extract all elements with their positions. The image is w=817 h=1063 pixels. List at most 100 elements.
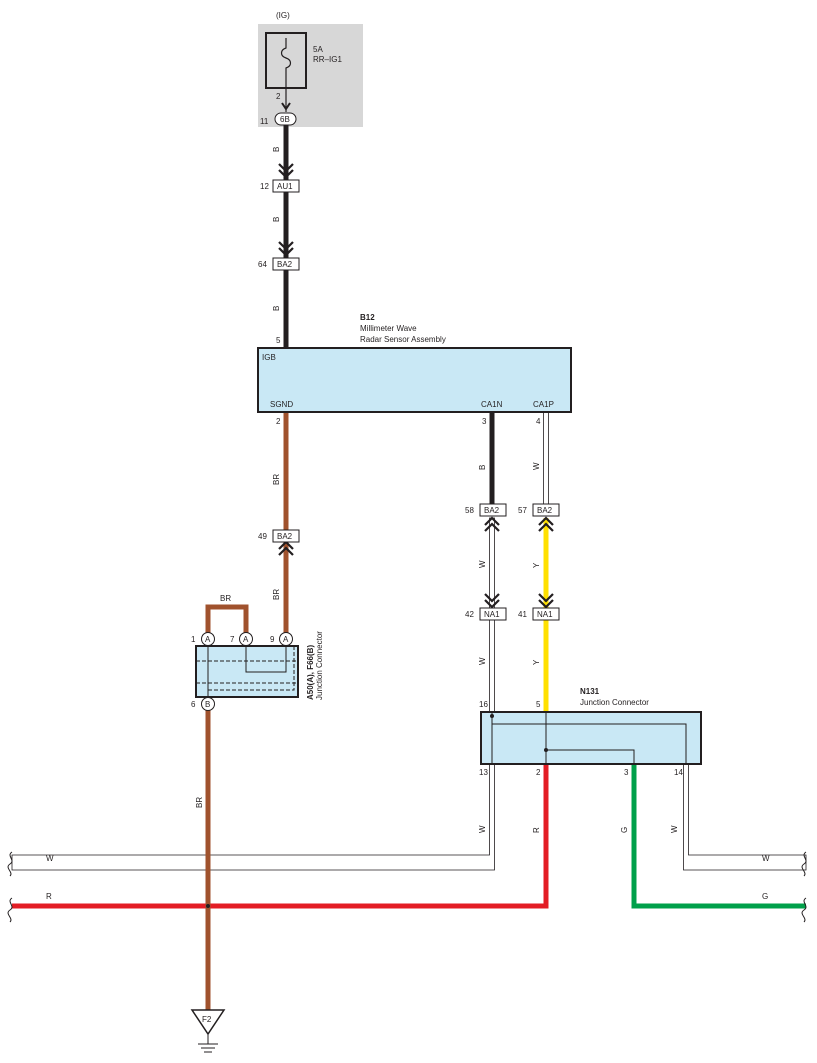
wire-label-b: B: [478, 465, 487, 470]
a50-letter-a: A: [205, 635, 211, 644]
b12-body: [257, 347, 572, 413]
wire-label-r: R: [532, 827, 541, 833]
wire-w-right: [683, 763, 807, 871]
wire-label-r-left: R: [46, 892, 52, 901]
b12-sgnd-pin-no: 2: [276, 417, 281, 426]
fuse-circuit-label: (IG): [276, 11, 290, 20]
connector-au1: 12 AU1: [260, 179, 300, 193]
fuse-name: RR–IG1: [313, 55, 342, 64]
connector-ba2-49: 49 BA2: [258, 529, 300, 543]
b12-ca1n-pin-no: 3: [482, 417, 487, 426]
b12-radar-sensor: B12 Millimeter Wave Radar Sensor Assembl…: [257, 313, 572, 426]
connector-ba2-57-pin: 57: [518, 506, 527, 515]
wire-breaks: [7, 851, 807, 923]
a50-pin-6: 6: [191, 700, 196, 709]
n131-body: [480, 711, 702, 765]
connector-arrow-icon: [281, 102, 291, 111]
connector-na1-41: 41 NA1: [518, 607, 560, 621]
wire-w-ca1n: [489, 517, 495, 609]
wire-label-g: G: [620, 827, 629, 833]
b12-name-line1: Millimeter Wave: [360, 324, 417, 333]
wire-r: [12, 764, 549, 909]
n131-pin-5: 5: [536, 700, 541, 709]
a50-name: Junction Connector: [315, 631, 324, 700]
connector-ba2-57: 57 BA2: [518, 503, 560, 517]
double-chevron-down-icon: [278, 241, 294, 257]
ground-triangle-icon: [190, 1009, 226, 1036]
wire-w-left: [11, 763, 495, 871]
double-chevron-up-icon: [538, 516, 554, 532]
a50-letter-b: B: [205, 700, 210, 709]
double-chevron-down-icon: [278, 163, 294, 179]
connector-na1-42-name: NA1: [484, 610, 500, 619]
a50-letter-a: A: [283, 635, 289, 644]
wire-label-w: W: [670, 825, 679, 833]
wire-break-icon: [7, 897, 13, 923]
a50-pin-7: 7: [230, 635, 235, 644]
a50-code: A50(A), F66(B): [306, 645, 315, 700]
wire-label-b: B: [272, 147, 281, 152]
junction-connector-n131: N131 Junction Connector 16 5 13 2 3 14: [479, 687, 702, 777]
connector-na1-41-pin: 41: [518, 610, 527, 619]
double-chevron-down-icon: [484, 593, 500, 609]
connector-ba2-64-name: BA2: [277, 260, 293, 269]
wire-label-g-right: G: [762, 892, 768, 901]
wire-crossing-dot: [206, 904, 210, 908]
connector-ba2-58-pin: 58: [465, 506, 474, 515]
b12-pin-ca1p: CA1P: [533, 400, 554, 409]
wire-label-br: BR: [272, 474, 281, 485]
wire-break-icon: [801, 851, 807, 877]
wire-label-w: W: [478, 657, 487, 665]
n131-pin-2: 2: [536, 768, 541, 777]
ground-f2: F2: [190, 1009, 226, 1053]
n131-pin-3: 3: [624, 768, 629, 777]
n131-pin-13: 13: [479, 768, 488, 777]
wire-w-ca1p: [543, 411, 549, 505]
wire-label-w-right: W: [762, 854, 770, 863]
b12-pin-igb: IGB: [262, 353, 276, 362]
wire-br-loop: [205, 604, 249, 634]
wire-w-na1-42: [489, 619, 495, 713]
wire-g: [631, 764, 806, 909]
connector-ba2-49-name: BA2: [277, 532, 293, 541]
n131-name: Junction Connector: [580, 698, 649, 707]
connector-na1-41-name: NA1: [537, 610, 553, 619]
b12-name-line2: Radar Sensor Assembly: [360, 335, 446, 344]
connector-ba2-57-name: BA2: [537, 506, 553, 515]
connector-au1-pin: 12: [260, 182, 269, 191]
ground-name: F2: [202, 1015, 212, 1024]
connector-6b-label: 6B: [280, 115, 290, 124]
n131-pin-14: 14: [674, 768, 683, 777]
connector-ba2-64: 64 BA2: [258, 257, 300, 271]
b12-code: B12: [360, 313, 375, 322]
wires: [11, 125, 807, 1010]
fuse-rating: 5A: [313, 45, 323, 54]
a50-pin-6-circle: [201, 697, 215, 711]
a50-pin-7-circle: [239, 632, 253, 646]
connector-na1-42: 42 NA1: [465, 607, 507, 621]
connector-au1-name: AU1: [277, 182, 293, 191]
b12-ca1p-pin-no: 4: [536, 417, 541, 426]
fuse-block: (IG) 5A RR–IG1 2 11 6B: [258, 11, 363, 127]
wire-label-b: B: [272, 306, 281, 311]
wire-label-w: W: [478, 560, 487, 568]
wire-break-icon: [801, 897, 807, 923]
fuse-icon: [280, 38, 292, 88]
fuse-pin-label: 2: [276, 92, 281, 101]
a50-pin-1-circle: [201, 632, 215, 646]
wire-label-br: BR: [195, 797, 204, 808]
wire-color-labels: B B B BR BR BR B W W Y W Y W R G W BR W …: [46, 147, 770, 901]
n131-code: N131: [580, 687, 600, 696]
wire-label-br-loop: BR: [220, 594, 231, 603]
b12-pin-ca1n: CA1N: [481, 400, 503, 409]
double-chevron-down-icon: [538, 593, 554, 609]
connector-na1-42-pin: 42: [465, 610, 474, 619]
b12-pin-sgnd: SGND: [270, 400, 293, 409]
a50-pin-1: 1: [191, 635, 196, 644]
wire-label-w: W: [532, 462, 541, 470]
wire-label-w: W: [478, 825, 487, 833]
wire-label-br: BR: [272, 589, 281, 600]
wire-break-icon: [7, 851, 13, 877]
double-chevron-up-icon: [484, 516, 500, 532]
